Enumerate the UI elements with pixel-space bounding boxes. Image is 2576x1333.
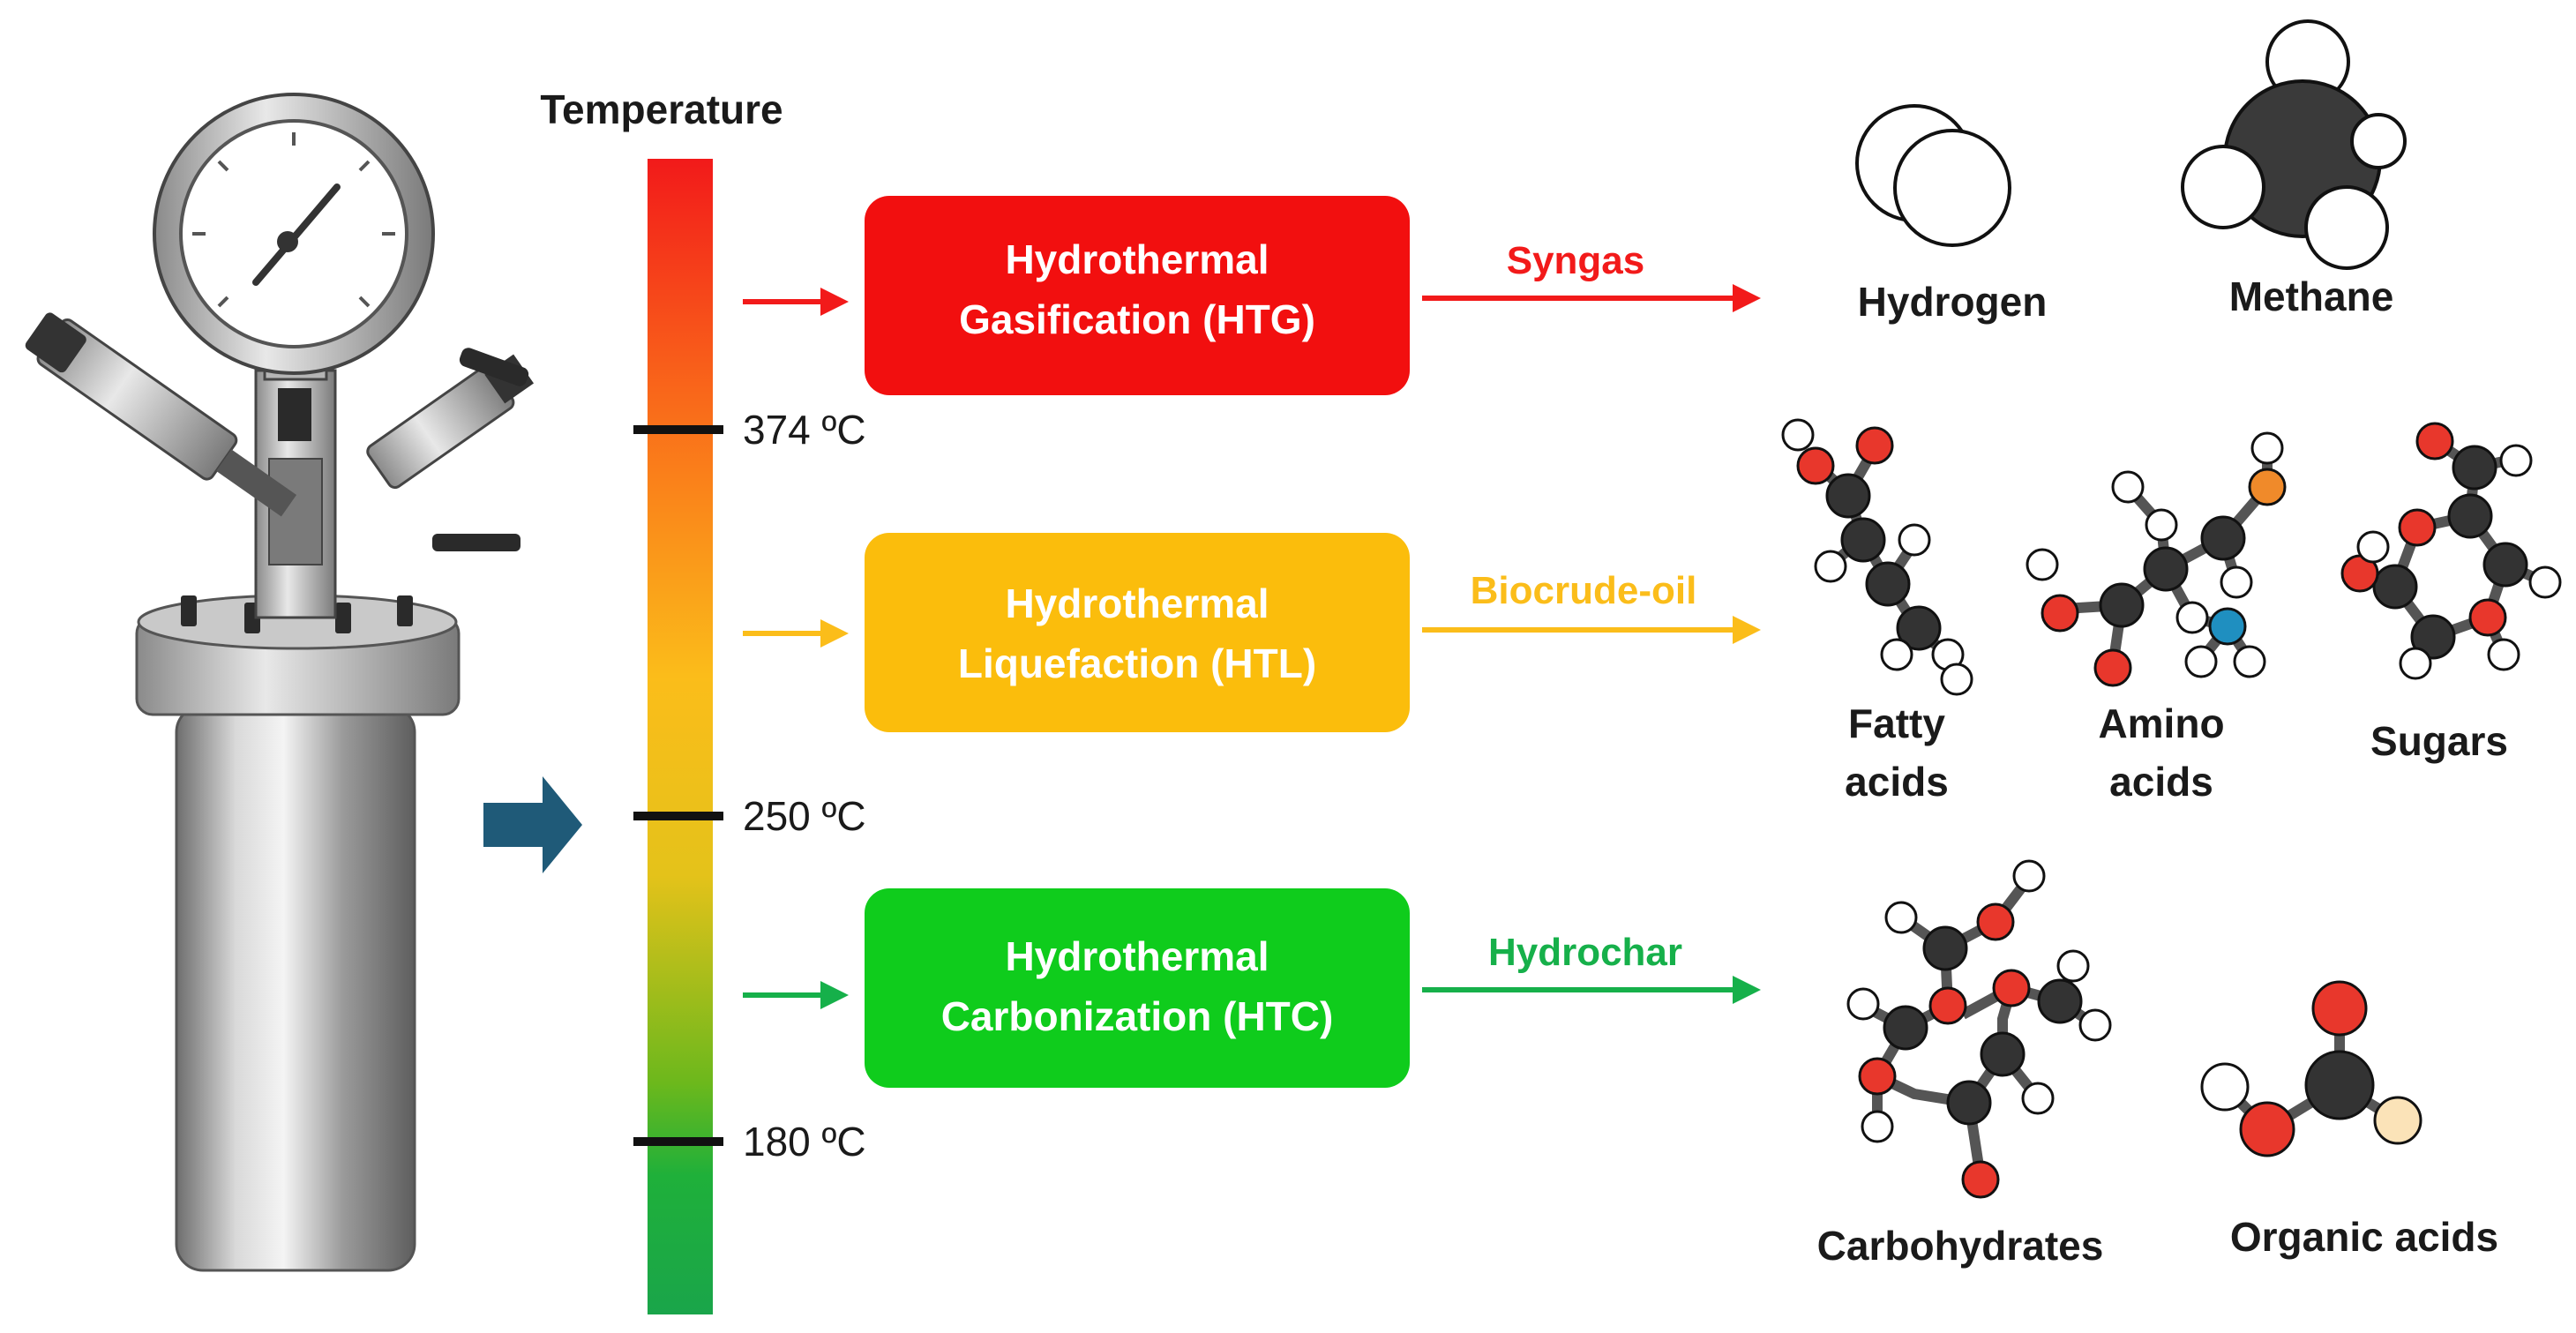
molecule-name-hydrogen: Hydrogen <box>1858 279 2048 325</box>
product-label-biocrude: Biocrude-oil <box>1471 569 1697 612</box>
process-title: Hydrothermal <box>1005 933 1269 979</box>
process-name: Gasification (HTG) <box>959 296 1315 342</box>
reactor-illustration <box>25 93 535 1272</box>
molecule-name-fatty: Fatty <box>1848 700 1945 746</box>
process-title: Hydrothermal <box>1005 580 1269 626</box>
amino-acids-molecule <box>2026 431 2287 687</box>
process-htl: Hydrothermal Liquefaction (HTL) Biocrude… <box>743 533 1761 732</box>
process-name: Carbonization (HTC) <box>941 993 1334 1039</box>
input-arrow <box>483 776 582 873</box>
temperature-title: Temperature <box>540 86 783 132</box>
molecule-name-organic-acids: Organic acids <box>2230 1214 2498 1260</box>
process-htc: Hydrothermal Carbonization (HTC) Hydroch… <box>743 888 1761 1088</box>
organic-acids-molecule <box>2200 980 2422 1157</box>
molecule-name-carbohydrates: Carbohydrates <box>1817 1223 2104 1269</box>
molecule-name-sugars: Sugars <box>2370 718 2508 764</box>
molecule-name-amino-acids: acids <box>2109 759 2213 805</box>
tick-label: 374 ºC <box>743 407 866 453</box>
temperature-ticks: 374 ºC 250 ºC 180 ºC <box>633 407 866 1165</box>
process-title: Hydrothermal <box>1005 236 1269 282</box>
process-name: Liquefaction (HTL) <box>958 640 1316 686</box>
product-label-syngas: Syngas <box>1507 239 1645 282</box>
sugars-molecule <box>2340 422 2562 680</box>
reactor-vessel <box>175 704 416 1272</box>
molecule-name-methane: Methane <box>2229 273 2394 319</box>
tick-label: 250 ºC <box>743 793 866 839</box>
molecule-name-amino: Amino <box>2098 700 2224 746</box>
methane-molecule <box>2181 19 2407 270</box>
process-box-htg <box>865 196 1410 395</box>
fatty-acids-molecule <box>1781 418 1973 696</box>
molecule-name-acids: acids <box>1845 759 1949 805</box>
process-htg: Hydrothermal Gasification (HTG) Syngas <box>743 196 1761 395</box>
hydrogen-molecule <box>1855 104 2011 247</box>
carbohydrates-molecule <box>1846 859 2112 1199</box>
tick-label: 180 ºC <box>743 1119 866 1165</box>
product-label-hydrochar: Hydrochar <box>1488 931 1682 974</box>
temperature-bar <box>648 159 713 1314</box>
process-box-htc <box>865 888 1410 1088</box>
process-box-htl <box>865 533 1410 732</box>
